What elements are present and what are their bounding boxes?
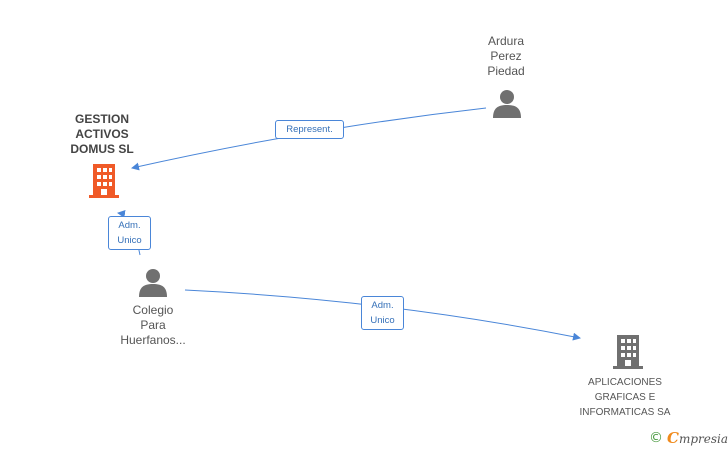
edge-label-line: Unico bbox=[117, 235, 142, 246]
person-icon[interactable] bbox=[138, 268, 168, 298]
brand-logo[interactable]: Cmpresia bbox=[667, 429, 728, 447]
node-label-line: ACTIVOS bbox=[75, 127, 129, 141]
node-label-line: GESTION bbox=[74, 112, 129, 126]
node-label-line: Ardura bbox=[487, 34, 525, 48]
node-label-line: INFORMATICAS SA bbox=[579, 407, 671, 418]
brand-initial: C bbox=[667, 429, 679, 447]
node-label-line: Piedad bbox=[487, 64, 525, 78]
node-label-line: Perez bbox=[490, 49, 522, 63]
node-label-colegio[interactable]: Colegio Para Huerfanos... bbox=[98, 303, 208, 348]
edge-label-line: Represent. bbox=[286, 124, 333, 135]
building-icon[interactable] bbox=[88, 164, 120, 198]
footer-brand: © Cmpresia bbox=[649, 429, 728, 447]
node-label-line: Huerfanos... bbox=[120, 333, 186, 347]
edge-label-line: Adm. bbox=[371, 300, 394, 311]
node-label-line: Colegio bbox=[132, 303, 174, 317]
edge-label-adm-unico-1[interactable]: Adm. Unico bbox=[108, 216, 151, 250]
edge-label-represent[interactable]: Represent. bbox=[275, 120, 344, 139]
edge-label-line: Unico bbox=[370, 315, 395, 326]
node-label-line: Para bbox=[140, 318, 166, 332]
edge-label-line: Adm. bbox=[118, 220, 141, 231]
copyright-icon: © bbox=[649, 430, 663, 446]
brand-name: mpresia bbox=[678, 432, 728, 446]
building-icon[interactable] bbox=[612, 335, 644, 369]
node-label-ardura[interactable]: Ardura Perez Piedad bbox=[456, 34, 556, 79]
node-label-line: GRAFICAS E bbox=[594, 392, 656, 403]
edge-label-adm-unico-2[interactable]: Adm. Unico bbox=[361, 296, 404, 330]
person-icon[interactable] bbox=[492, 89, 522, 119]
node-label-line: APLICACIONES bbox=[588, 377, 662, 388]
node-label-aplicaciones[interactable]: APLICACIONES GRAFICAS E INFORMATICAS SA bbox=[565, 375, 685, 420]
node-label-line: DOMUS SL bbox=[70, 142, 134, 156]
node-label-gestion[interactable]: GESTION ACTIVOS DOMUS SL bbox=[52, 112, 152, 157]
